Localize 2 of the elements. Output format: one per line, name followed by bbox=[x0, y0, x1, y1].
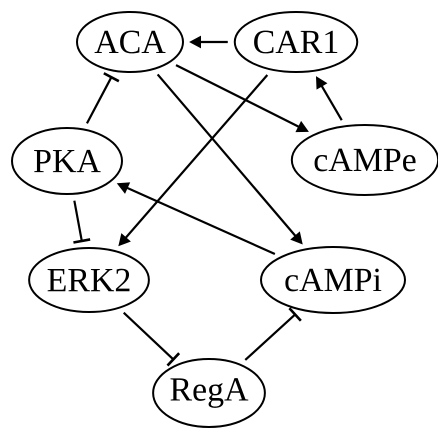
inhibition-edge bbox=[73, 200, 90, 244]
inhibition-edge bbox=[86, 72, 120, 124]
